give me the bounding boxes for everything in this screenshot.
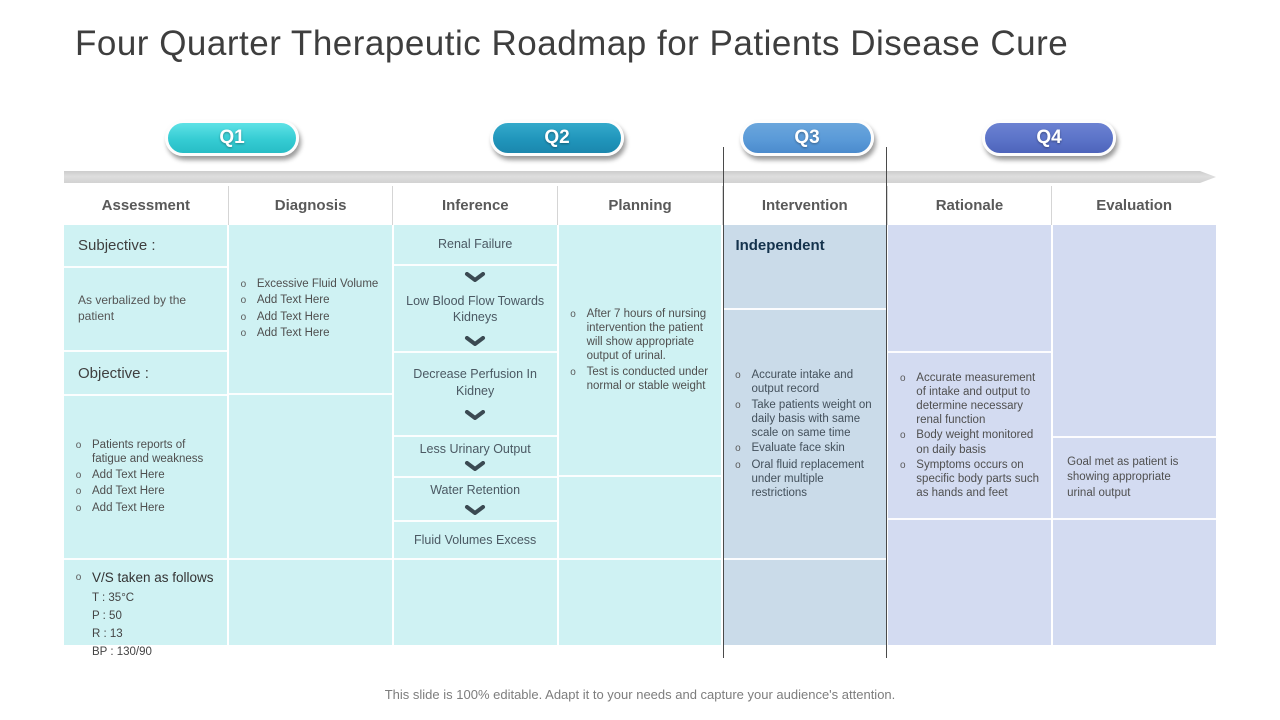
cell-rationale-bullets: Accurate measurement of intake and outpu…: [888, 353, 1052, 520]
evaluation-text: Goal met as patient is showing appropria…: [1067, 455, 1179, 499]
cell-empty: [888, 520, 1051, 645]
quarter-pill-q1-label: Q1: [219, 127, 245, 148]
subjective-label: Subjective :: [78, 237, 156, 254]
vs-title-list: V/S taken as follows: [64, 568, 227, 587]
column-diagnosis: Excessive Fluid Volume Add Text Here Add…: [228, 225, 394, 645]
list-item: Evaluate face skin: [731, 441, 880, 456]
column-rationale: Accurate measurement of intake and outpu…: [888, 225, 1054, 645]
cell-empty: [888, 225, 1052, 353]
list-item: After 7 hours of nursing intervention th…: [567, 307, 716, 363]
cell-inference-step-2: Low Blood Flow Towards Kidneys: [393, 266, 557, 353]
vs-blood-pressure: BP : 130/90: [92, 645, 152, 658]
cell-empty: [229, 560, 392, 645]
timeline-arrow-bar: [64, 171, 1216, 183]
objective-label: Objective :: [78, 364, 149, 382]
list-item: Add Text Here: [237, 293, 386, 308]
table-header-row: Assessment Diagnosis Inference Planning …: [64, 186, 1216, 225]
subjective-text: As verbalized by the patient: [78, 293, 187, 323]
cell-inference-step-6: Fluid Volumes Excess: [393, 522, 557, 560]
list-item: Add Text Here: [72, 501, 221, 516]
phase-table-body: Subjective : As verbalized by the patien…: [64, 225, 1217, 658]
list-item: Add Text Here: [72, 484, 221, 499]
cell-objective-label: Objective :: [64, 352, 227, 396]
cell-inference-step-5: Water Retention: [393, 478, 557, 522]
planning-bullet-list: After 7 hours of nursing intervention th…: [559, 306, 722, 395]
chevron-down-icon: [465, 505, 486, 515]
intervention-bullet-list: Accurate intake and output record Take p…: [723, 367, 886, 502]
chevron-down-icon: [465, 461, 486, 471]
cell-inference-step-4: Less Urinary Output: [393, 437, 557, 478]
list-item: Symptoms occurs on specific body parts s…: [896, 458, 1045, 500]
q3-highlight-line-left: [723, 147, 724, 658]
cell-empty: [1053, 520, 1216, 645]
list-item: Excessive Fluid Volume: [237, 277, 386, 292]
vs-temperature: T : 35°C: [92, 592, 135, 605]
col-header-rationale: Rationale: [888, 186, 1053, 225]
cell-diagnosis-bullets: Excessive Fluid Volume Add Text Here Add…: [228, 225, 392, 395]
list-item: Accurate intake and output record: [731, 368, 880, 396]
chevron-down-icon: [465, 336, 486, 346]
list-item: Add Text Here: [72, 468, 221, 483]
quarter-pill-q4: Q4: [982, 120, 1116, 156]
column-planning: After 7 hours of nursing intervention th…: [558, 225, 724, 645]
chevron-down-icon: [465, 272, 486, 282]
column-evaluation: Goal met as patient is showing appropria…: [1053, 225, 1217, 645]
quarter-pill-q2-label: Q2: [544, 127, 570, 148]
list-item: Body weight monitored on daily basis: [896, 428, 1045, 456]
chevron-down-icon: [465, 409, 486, 420]
column-assessment: Subjective : As verbalized by the patien…: [64, 225, 229, 658]
col-header-assessment: Assessment: [64, 186, 229, 225]
cell-empty: [559, 560, 722, 645]
col-header-evaluation: Evaluation: [1096, 197, 1173, 214]
slide-footer-note: This slide is 100% editable. Adapt it to…: [384, 687, 896, 702]
cell-empty: [228, 395, 392, 560]
list-item: Patients reports of fatigue and weakness: [72, 438, 221, 466]
col-header-planning: Planning: [558, 186, 723, 225]
cell-objective-bullets: Patients reports of fatigue and weakness…: [64, 396, 227, 560]
column-intervention: Independent Accurate intake and output r…: [723, 225, 889, 645]
cell-intervention-heading: Independent: [723, 225, 887, 310]
cell-intervention-bullets: Accurate intake and output record Take p…: [723, 310, 887, 560]
column-inference: Renal Failure Low Blood Flow Towards Kid…: [393, 225, 559, 645]
page-title: Four Quarter Therapeutic Roadmap for Pat…: [75, 24, 1069, 63]
list-item: Take patients weight on daily basis with…: [731, 398, 880, 440]
q3-highlight-line-right: [886, 147, 887, 658]
quarter-pill-q2: Q2: [490, 120, 624, 156]
quarter-pill-q3-label: Q3: [794, 127, 820, 148]
quarter-pill-q1: Q1: [165, 120, 299, 156]
cell-empty: [723, 560, 886, 645]
list-item: Accurate measurement of intake and outpu…: [896, 371, 1045, 427]
list-item: V/S taken as follows: [72, 570, 221, 586]
cell-empty: [558, 477, 722, 560]
rationale-bullet-list: Accurate measurement of intake and outpu…: [888, 369, 1051, 501]
col-header-intervention: Intervention: [723, 186, 888, 225]
cell-empty: [394, 560, 557, 645]
vs-values: T : 35°C P : 50 R : 13 BP : 130/90: [92, 590, 227, 661]
cell-planning-bullets: After 7 hours of nursing intervention th…: [558, 225, 722, 477]
list-item: Add Text Here: [237, 326, 386, 341]
vs-respiration: R : 13: [92, 628, 123, 641]
cell-evaluation-text: Goal met as patient is showing appropria…: [1053, 438, 1217, 520]
col-header-inference: Inference: [393, 186, 559, 225]
cell-vital-signs: V/S taken as follows T : 35°C P : 50 R :…: [64, 560, 227, 662]
cell-subjective-text: As verbalized by the patient: [64, 268, 227, 352]
list-item: Add Text Here: [237, 310, 386, 325]
list-item: Oral fluid replacement under multiple re…: [731, 458, 880, 500]
intervention-heading: Independent: [735, 237, 825, 254]
cell-inference-step-1: Renal Failure: [393, 225, 557, 266]
objective-bullet-list: Patients reports of fatigue and weakness…: [64, 437, 227, 518]
diagnosis-bullet-list: Excessive Fluid Volume Add Text Here Add…: [229, 275, 392, 343]
cell-empty: [1053, 225, 1217, 438]
col-header-diagnosis: Diagnosis: [229, 186, 394, 225]
quarter-pill-q3: Q3: [740, 120, 874, 156]
cell-subjective-label: Subjective :: [64, 225, 227, 268]
quarter-pill-q4-label: Q4: [1036, 127, 1062, 148]
list-item: Test is conducted under normal or stable…: [567, 365, 716, 393]
cell-inference-step-3: Decrease Perfusion In Kidney: [393, 353, 557, 437]
vs-pulse: P : 50: [92, 610, 122, 623]
